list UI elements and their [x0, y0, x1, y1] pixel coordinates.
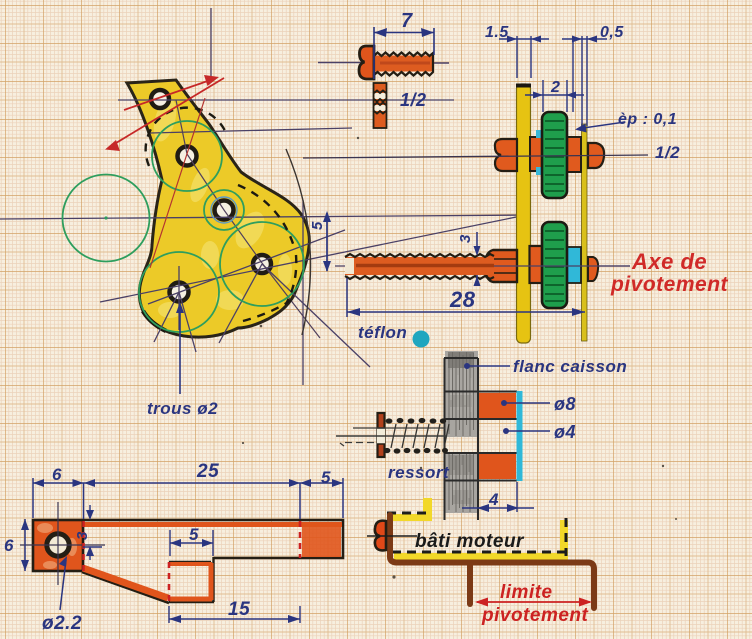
- svg-text:7: 7: [401, 10, 413, 32]
- svg-text:pivotement: pivotement: [610, 273, 729, 296]
- svg-text:ø8: ø8: [554, 394, 576, 414]
- svg-text:trous ø2: trous ø2: [147, 399, 218, 418]
- svg-text:1/2: 1/2: [400, 90, 427, 110]
- svg-text:Axe de: Axe de: [631, 249, 707, 274]
- svg-text:15: 15: [228, 599, 250, 620]
- svg-text:1/2: 1/2: [655, 143, 680, 162]
- svg-text:25: 25: [196, 461, 219, 482]
- svg-text:3: 3: [74, 531, 91, 540]
- svg-text:limite: limite: [500, 582, 553, 603]
- svg-text:1.5: 1.5: [485, 24, 509, 41]
- svg-text:4: 4: [488, 490, 499, 509]
- svg-text:bâti moteur: bâti moteur: [415, 531, 525, 552]
- svg-text:pivotement: pivotement: [481, 605, 589, 626]
- svg-text:2: 2: [550, 79, 560, 96]
- svg-text:flanc caisson: flanc caisson: [513, 357, 627, 376]
- svg-text:téflon: téflon: [358, 323, 407, 342]
- svg-text:5: 5: [309, 221, 326, 230]
- svg-text:5: 5: [189, 525, 199, 544]
- svg-text:6: 6: [4, 536, 14, 555]
- svg-text:èp : 0,1: èp : 0,1: [618, 111, 677, 128]
- svg-text:ressort: ressort: [388, 463, 450, 482]
- svg-text:6: 6: [52, 465, 62, 484]
- svg-text:ø4: ø4: [554, 422, 576, 442]
- svg-text:28: 28: [449, 287, 476, 312]
- svg-text:5: 5: [321, 468, 331, 487]
- svg-text:0,5: 0,5: [600, 24, 624, 41]
- svg-text:3: 3: [457, 234, 474, 243]
- svg-text:ø2.2: ø2.2: [42, 613, 82, 634]
